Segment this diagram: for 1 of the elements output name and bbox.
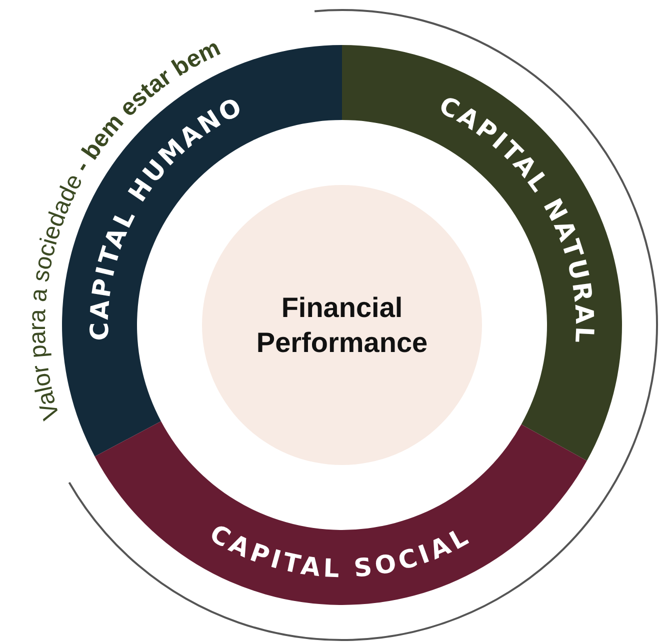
center-circle: Financial Performance: [202, 185, 482, 465]
